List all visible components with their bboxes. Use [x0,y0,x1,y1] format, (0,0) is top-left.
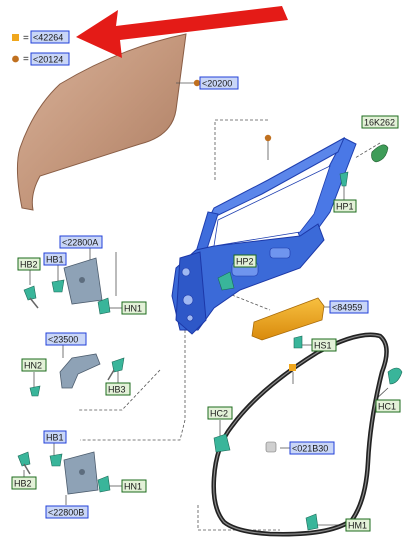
callout-hb1-lower: HB1 [43,430,67,444]
svg-text:HN1: HN1 [124,482,142,492]
svg-text:16K262: 16K262 [364,118,395,128]
grommet-part [265,441,277,453]
callout-hb1-upper: HB1 [43,252,67,266]
door-inner-frame [171,136,357,335]
svg-text:HC2: HC2 [210,409,228,419]
callout-hb2-upper: HB2 [17,257,41,271]
hc2-part [213,433,231,453]
square-marker-icon [289,364,296,371]
svg-text:HB2: HB2 [20,260,38,270]
hb1-upper-part [51,279,65,293]
callout-hc2: HC2 [207,406,233,420]
svg-text:HP1: HP1 [336,202,354,212]
circle-marker-icon [264,134,272,142]
legend-eq-2: = [23,54,29,65]
legend: = <42264 = <20124 [12,30,70,66]
hb1-lower-part [49,453,63,467]
svg-text:<23500: <23500 [48,335,78,345]
callout-check-arm: <23500 [45,332,87,346]
hb2-lower-part [17,451,31,467]
hardware-parts [17,144,403,531]
callout-hc1: HC1 [375,399,401,413]
callout-trim-strip: <84959 [329,300,369,314]
hc1-part [387,367,403,385]
svg-text:HB3: HB3 [108,385,126,395]
callouts: <20200 <22800A HB1 <84959 <23500 <021B30… [11,76,401,532]
svg-text:HN1: HN1 [124,304,142,314]
svg-text:HB1: HB1 [46,433,64,443]
callout-hb3: HB3 [105,382,131,396]
callout-hn1-lower: HN1 [121,479,147,493]
svg-text:<84959: <84959 [332,303,362,313]
hn1-upper-part [97,297,111,315]
svg-text:HN2: HN2 [24,361,42,371]
callout-hinge-upper: <22800A [59,235,103,249]
circle-marker-icon [193,79,201,87]
svg-text:HP2: HP2 [236,257,254,267]
callout-hp1: HP1 [333,199,357,213]
callout-hb2-lower: HB2 [11,476,37,490]
svg-text:HB2: HB2 [14,479,32,489]
trim-strip [251,297,325,341]
door-skin [16,33,187,211]
hp2-part [217,271,235,291]
hb2-upper-part [23,285,37,301]
svg-text:<22800B: <22800B [48,508,84,518]
callout-hinge-lower: <22800B [45,505,89,519]
svg-text:<22800A: <22800A [62,238,98,248]
weather-seal [211,332,389,537]
callout-door-skin: <20200 [199,76,239,90]
callout-hn1-upper: HN1 [121,301,147,315]
hb3-part [111,357,125,373]
svg-text:HS1: HS1 [314,341,332,351]
svg-text:<20200: <20200 [202,79,232,89]
hp1-part [339,171,349,187]
door-check-arm [59,353,101,389]
legend-eq-1: = [23,33,29,44]
hs1-part [293,335,303,349]
callout-mirror-cover: 16K262 [361,115,399,129]
circle-marker-icon [12,55,19,63]
svg-text:HC1: HC1 [378,402,396,412]
legend-circle-code: <20124 [33,55,63,65]
svg-text:<021B30: <021B30 [292,444,328,454]
callout-hp2: HP2 [233,254,257,268]
callout-hs1: HS1 [311,338,337,352]
red-arrow-icon [76,6,288,58]
hn1-lower-part [97,475,111,493]
callout-grommet: <021B30 [289,441,335,455]
callout-hn2: HN2 [21,358,47,372]
hm1-part [305,513,319,531]
svg-text:HB1: HB1 [46,255,64,265]
hn2-part [29,385,41,397]
callout-hm1: HM1 [345,518,371,532]
legend-square-code: <42264 [33,33,63,43]
svg-text:HM1: HM1 [348,521,367,531]
mirror-cover [371,144,389,163]
square-marker-icon [12,34,19,41]
